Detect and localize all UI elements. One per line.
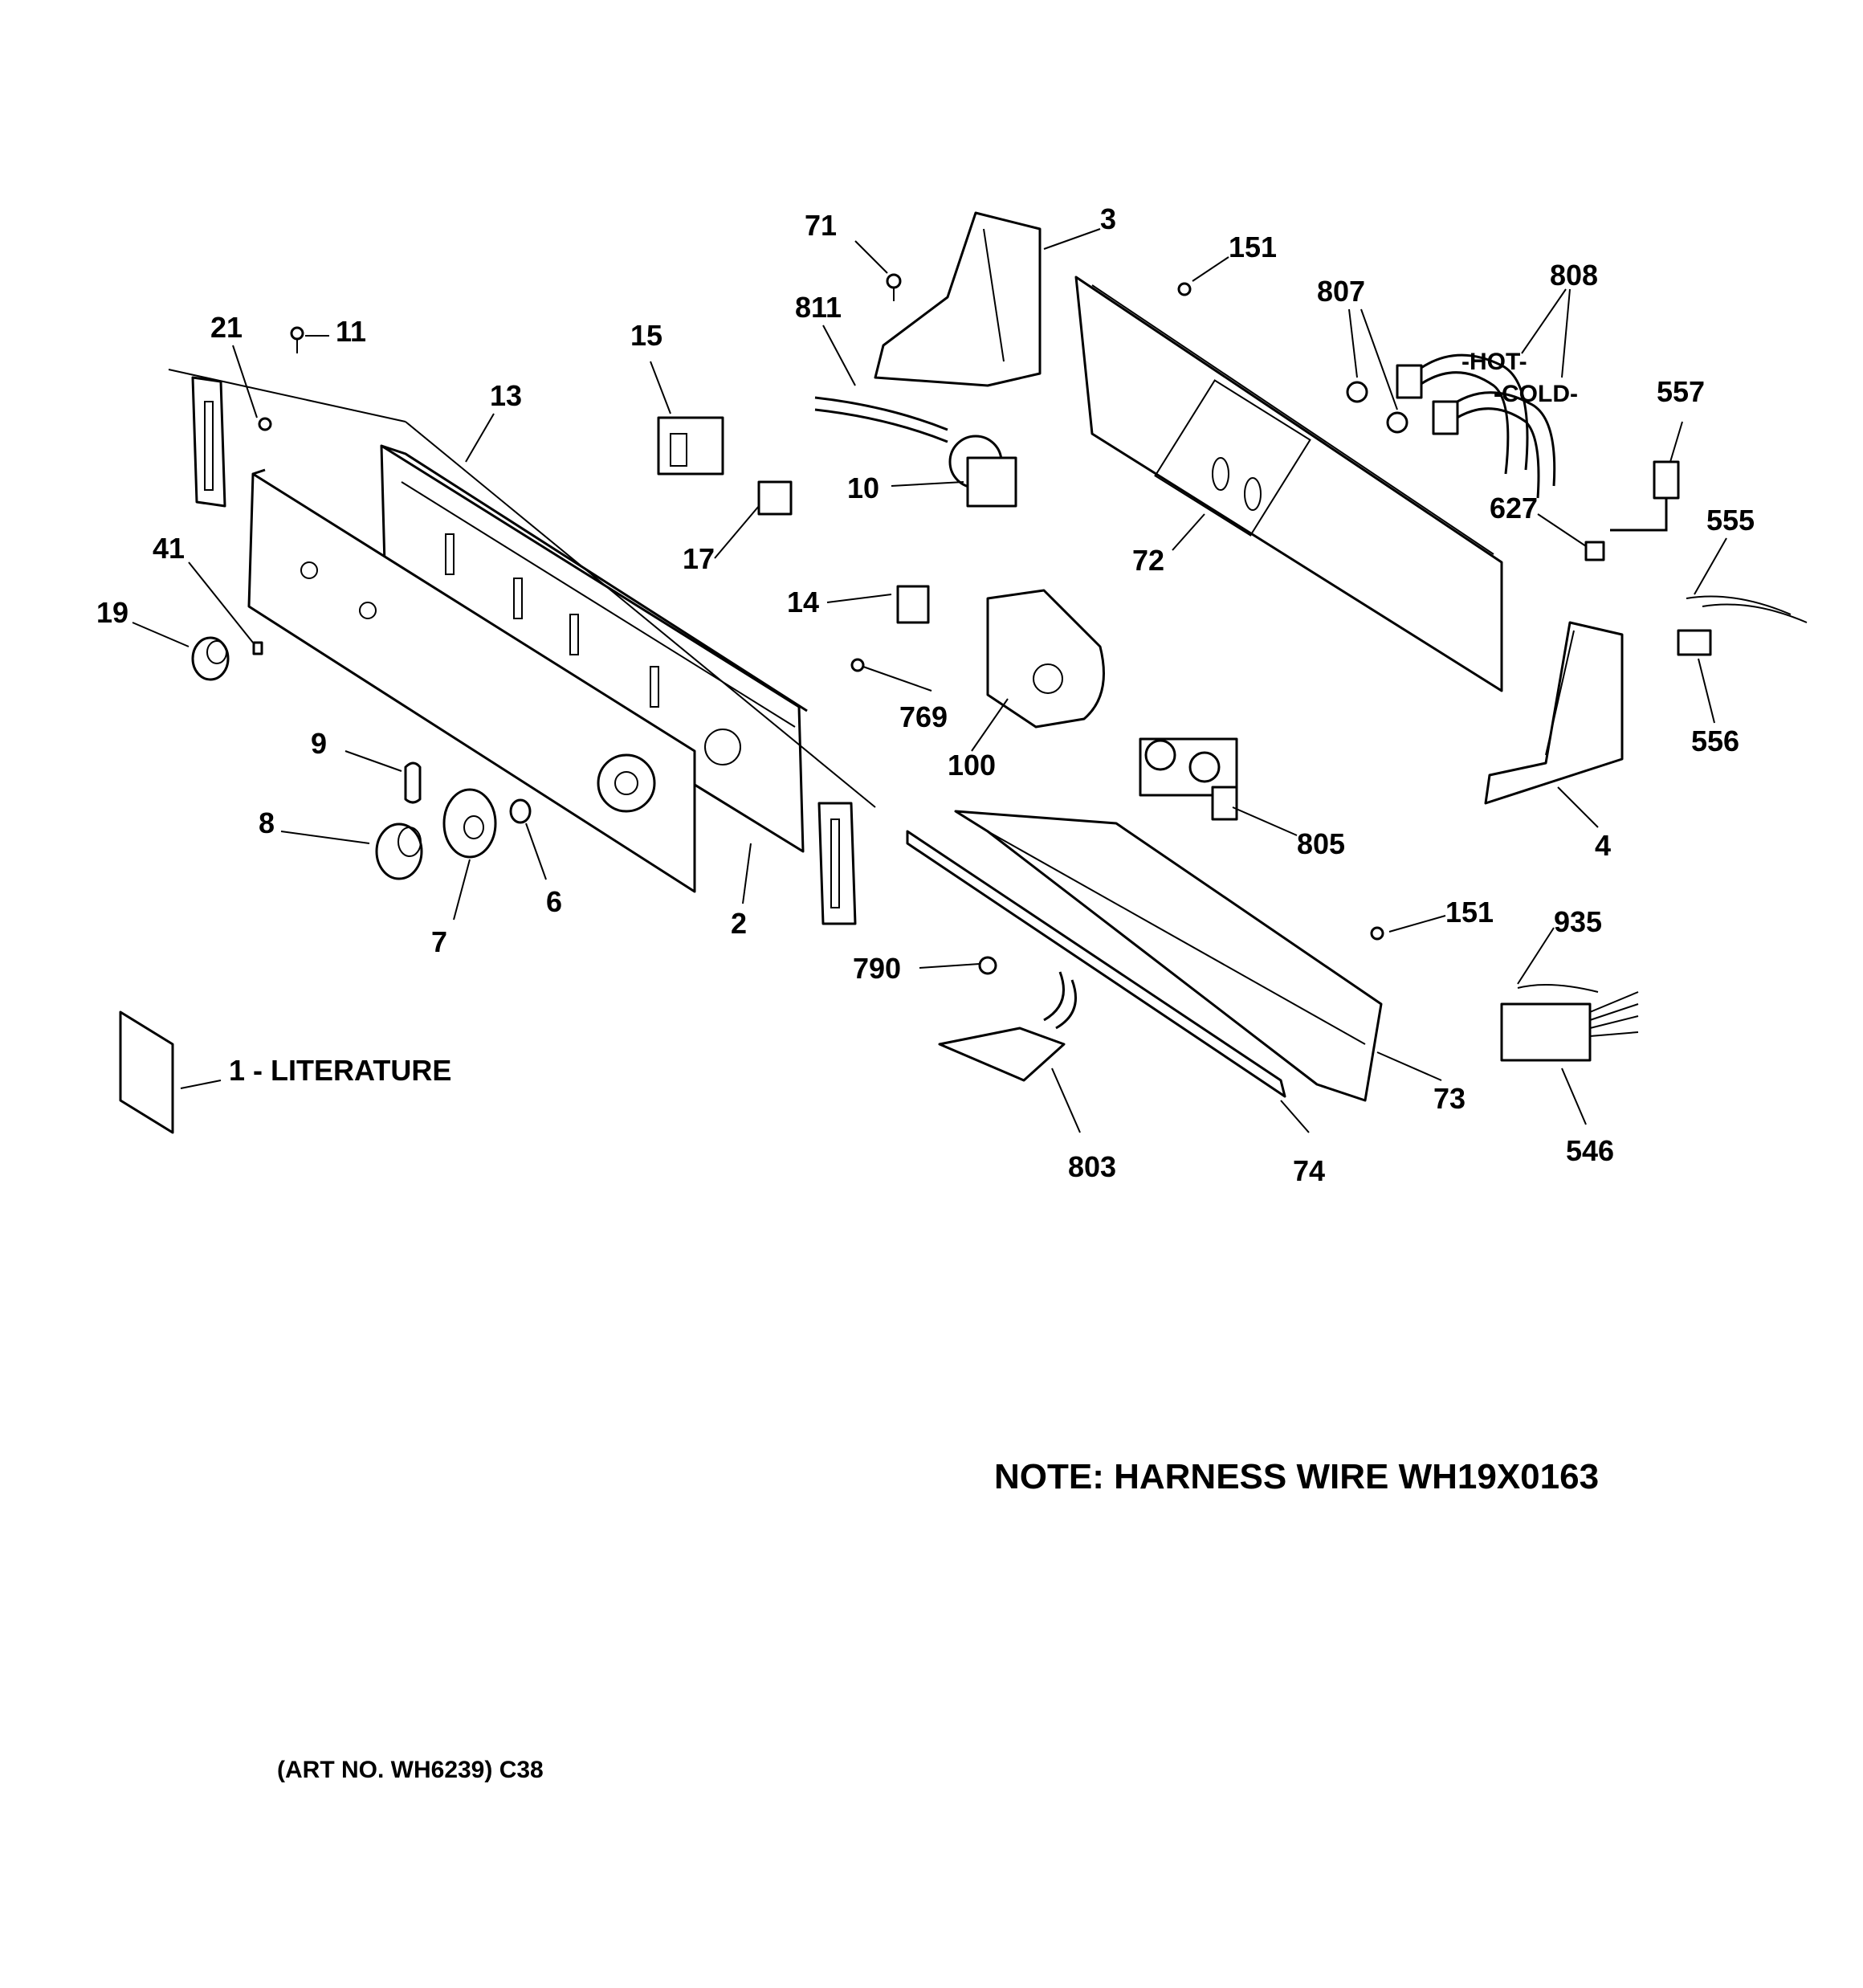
timer-100 [986,589,1105,729]
connector-556 [1677,629,1712,656]
label-627: 627 [1490,492,1538,525]
label-9: 9 [311,727,327,760]
screw-151-bottom [1370,926,1384,941]
nut-6 [509,798,532,824]
panel-outline-right [405,421,876,808]
literature-label: 1 - LITERATURE [229,1054,451,1087]
label-73: 73 [1433,1082,1466,1115]
label-2: 2 [731,907,747,940]
switch-14 [896,585,930,624]
cord-557 [1610,460,1680,532]
rear-panel-72 [1074,276,1503,692]
label-935: 935 [1554,905,1602,938]
label-546: 546 [1566,1134,1614,1167]
hose-811 [814,396,948,431]
washer-807-b [1386,411,1408,434]
label-803: 803 [1068,1150,1116,1183]
label-72: 72 [1132,544,1164,577]
bracket-4 [1484,621,1624,805]
switch-17 [757,480,793,516]
label-808: 808 [1550,259,1598,292]
screw-11 [290,326,304,353]
hose-811-outline [814,408,948,443]
label-811: 811 [795,291,842,324]
clamp-790 [978,956,997,975]
leader-lines [132,228,1727,1133]
label-100: 100 [948,749,996,782]
screw-21 [258,417,272,431]
hose-803 [938,971,1077,1082]
label-13: 13 [490,379,522,412]
trim-strip-74 [906,830,1286,1098]
label-805: 805 [1297,827,1345,860]
label-555: 555 [1706,504,1755,537]
label-807: 807 [1317,275,1365,308]
label-151-bottom: 151 [1445,896,1494,929]
pressure-switch-10 [948,435,1017,508]
label-4: 4 [1595,829,1611,862]
control-panel-front [247,468,696,893]
label-41: 41 [153,532,185,565]
panel-outline-left [168,369,406,423]
harness-546 [1500,984,1639,1062]
label-11: 11 [336,315,366,348]
spring-41 [252,641,263,655]
label-556: 556 [1691,725,1739,757]
label-557: 557 [1657,375,1705,408]
label-8: 8 [259,806,275,839]
label-790: 790 [853,952,901,985]
knob-8 [375,823,423,880]
switch-15 [657,416,724,476]
end-cap-right [817,802,857,925]
clip-9 [404,761,422,804]
label-769: 769 [899,700,948,733]
label-6: 6 [546,885,562,918]
label-21: 21 [210,311,243,344]
spacer-627 [1584,541,1605,561]
literature-icon [119,1010,174,1134]
harness-note: NOTE: HARNESS WIRE WH19X0163 [994,1457,1599,1496]
bottom-panel-73 [954,810,1383,1102]
dial-7 [442,788,497,859]
knob-19 [191,636,230,681]
fill-hose-808: -HOT- -COLD- [1396,349,1578,499]
art-number: (ART NO. WH6239) C38 [277,1757,544,1783]
label-71: 71 [805,209,837,242]
label-19: 19 [96,596,128,629]
label-151-top: 151 [1229,231,1277,263]
control-panel-frame [380,444,808,853]
label-17: 17 [683,542,715,575]
end-cap-left [191,376,226,508]
water-valve-805 [1139,737,1238,821]
label-14: 14 [787,586,819,618]
label-74: 74 [1293,1154,1325,1187]
bracket-3 [874,211,1042,387]
screw-151-top [1177,282,1192,296]
label-7: 7 [431,925,447,958]
screw-71 [886,273,902,301]
label-15: 15 [630,319,662,352]
hose-hot-marking: -HOT- [1461,349,1527,375]
wire-555 [1686,595,1808,623]
washer-807-a [1346,381,1368,403]
screw-769 [850,658,865,672]
label-3: 3 [1100,202,1116,235]
label-10: 10 [847,471,879,504]
hose-cold-marking: -COLD- [1494,381,1578,407]
